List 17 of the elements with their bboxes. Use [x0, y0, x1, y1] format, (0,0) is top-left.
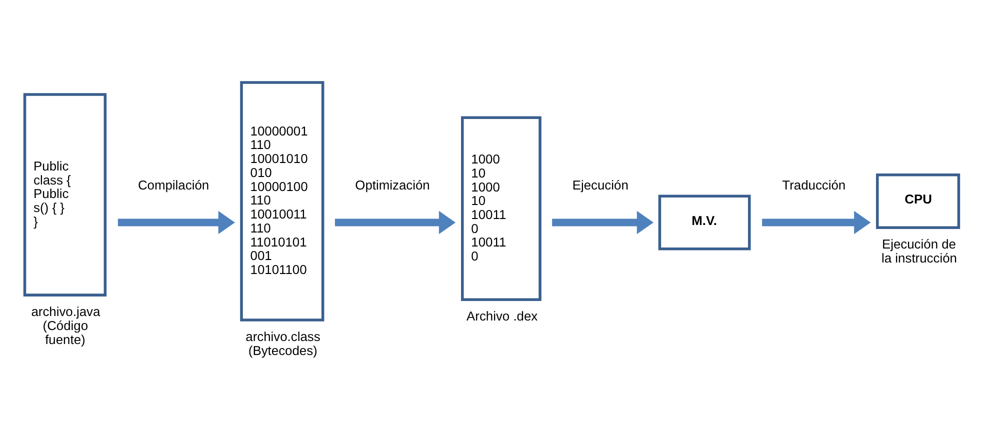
arrow [118, 210, 235, 234]
edge-label: Optimización [355, 178, 430, 193]
node-label: Ejecución de la instrucción [882, 236, 957, 266]
node-box: Public class { Public s() { } } [23, 93, 107, 296]
arrow [552, 210, 654, 234]
arrow [334, 210, 456, 234]
node-box: 1000 10 1000 10 10011 0 10011 0 [461, 116, 542, 302]
edge-label: Ejecución [572, 178, 628, 193]
edge-label: Compilación [138, 178, 210, 193]
node-box: CPU [876, 174, 960, 229]
arrow [762, 210, 871, 234]
edge-label: Traducción [782, 178, 846, 193]
node-label: Archivo .dex [466, 308, 538, 324]
node-box: 10000001 110 10001010 010 10000100 110 10010011 110 11010101 001 10101100 [240, 81, 324, 322]
node-box: M.V. [658, 194, 751, 250]
node-label: archivo.class (Bytecodes) [246, 328, 320, 358]
node-label: archivo.java (Código fuente) [31, 304, 100, 347]
